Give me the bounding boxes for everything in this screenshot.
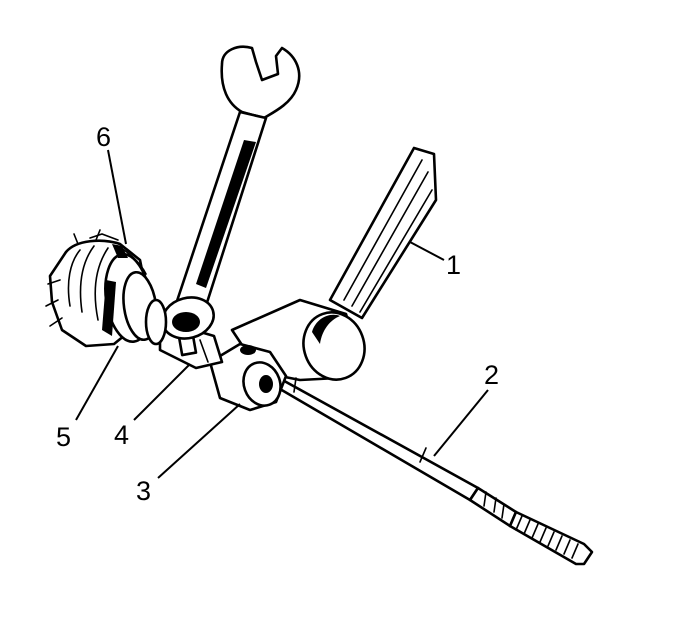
part-3-nut — [208, 342, 288, 412]
leader-lines — [75, 149, 489, 479]
rod-thread-lines — [515, 515, 579, 559]
part-6-bearing-ring — [89, 233, 147, 275]
callout-3: 3 — [136, 476, 151, 506]
leader-4 — [133, 363, 191, 421]
callout-4: 4 — [114, 420, 129, 450]
leader-2 — [433, 389, 489, 457]
part-2-threaded-rod — [266, 370, 594, 566]
leader-6 — [107, 149, 127, 245]
open-end-wrench — [161, 45, 301, 340]
callout-1: 1 — [446, 250, 461, 280]
callout-labels: 1 2 3 4 5 6 — [56, 122, 499, 506]
leader-5 — [75, 345, 119, 421]
leader-3 — [157, 403, 241, 479]
callout-6: 6 — [96, 122, 111, 152]
callout-2: 2 — [484, 360, 499, 390]
leader-1 — [409, 241, 445, 261]
callout-5: 5 — [56, 422, 71, 452]
part-5-housing — [45, 229, 168, 348]
